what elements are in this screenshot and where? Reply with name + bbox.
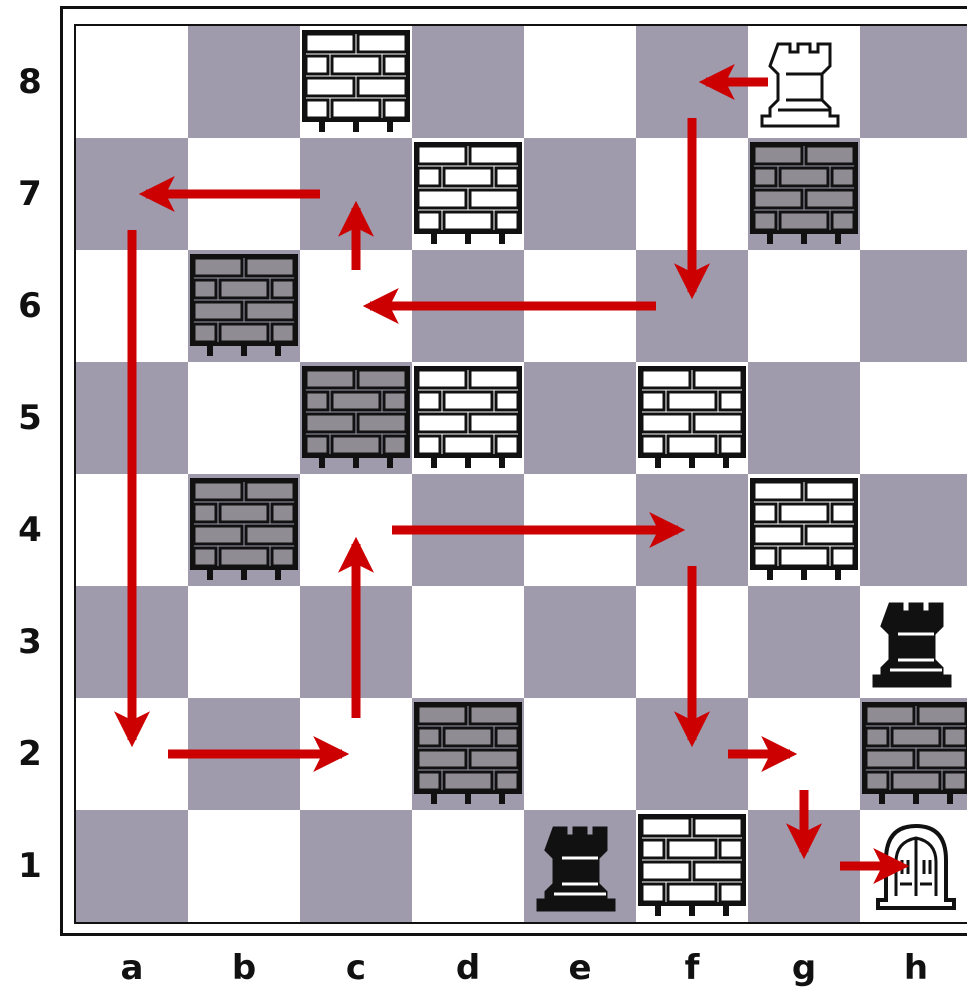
wall-f5 bbox=[640, 368, 744, 468]
wall-g4 bbox=[752, 480, 856, 580]
wall-c5 bbox=[304, 368, 408, 468]
wall-g7 bbox=[752, 144, 856, 244]
wall-c8 bbox=[304, 32, 408, 132]
wall-d2 bbox=[416, 704, 520, 804]
rook-icon[interactable] bbox=[538, 828, 614, 910]
rook-icon[interactable] bbox=[762, 44, 838, 126]
wall-d7 bbox=[416, 144, 520, 244]
wall-b4 bbox=[192, 480, 296, 580]
wall-b6 bbox=[192, 256, 296, 356]
wall-d5 bbox=[416, 368, 520, 468]
rook-icon[interactable] bbox=[874, 604, 950, 686]
wall-f1 bbox=[640, 816, 744, 916]
wall-h2 bbox=[864, 704, 967, 804]
